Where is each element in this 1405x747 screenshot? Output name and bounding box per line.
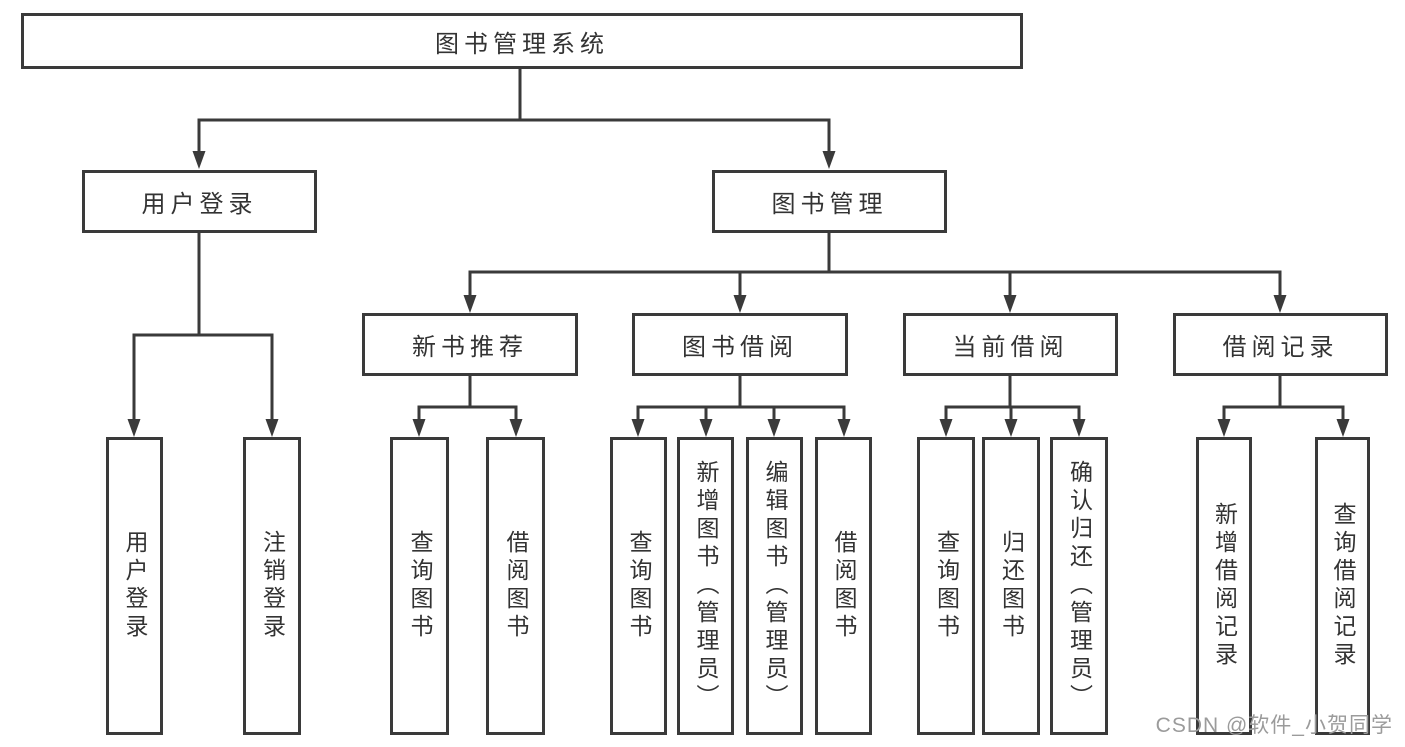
node-current-borrow: 当前借阅 — [903, 313, 1118, 376]
leaf-add-books-admin: 新增图书（管理员） — [677, 437, 734, 735]
node-borrow-records: 借阅记录 — [1173, 313, 1388, 376]
connector-book-borrow-children — [636, 374, 846, 425]
node-book-management: 图书管理 — [712, 170, 947, 233]
leaf-query-borrow-record: 查询借阅记录 — [1315, 437, 1370, 735]
node-book-borrow: 图书借阅 — [632, 313, 848, 376]
node-library-system: 图书管理系统 — [21, 13, 1023, 69]
leaf-recommend-query-books: 查询图书 — [390, 437, 449, 735]
leaf-borrow-books: 借阅图书 — [815, 437, 872, 735]
leaf-recommend-borrow-books: 借阅图书 — [486, 437, 545, 735]
leaf-confirm-return-admin: 确认归还（管理员） — [1050, 437, 1108, 735]
connector-current-borrow-children — [944, 374, 1081, 425]
leaf-add-borrow-record: 新增借阅记录 — [1196, 437, 1252, 735]
connector-borrow-records-children — [1222, 374, 1345, 425]
csdn-watermark: CSDN @软件_小贺同学 — [1155, 714, 1393, 737]
arrowheads — [127, 151, 1350, 437]
leaf-user-login: 用户登录 — [106, 437, 163, 735]
leaf-logout: 注销登录 — [243, 437, 301, 735]
node-new-book-recommend: 新书推荐 — [362, 313, 578, 376]
connector-user-login-children — [132, 231, 274, 425]
connector-root-to-level2 — [197, 67, 831, 157]
connector-book-mgmt-children — [468, 231, 1282, 301]
leaf-borrow-query-books: 查询图书 — [610, 437, 667, 735]
leaf-current-query-books: 查询图书 — [917, 437, 975, 735]
connector-new-book-children — [417, 374, 518, 425]
node-user-login: 用户登录 — [82, 170, 317, 233]
leaf-edit-books-admin: 编辑图书（管理员） — [746, 437, 803, 735]
leaf-return-books: 归还图书 — [982, 437, 1040, 735]
